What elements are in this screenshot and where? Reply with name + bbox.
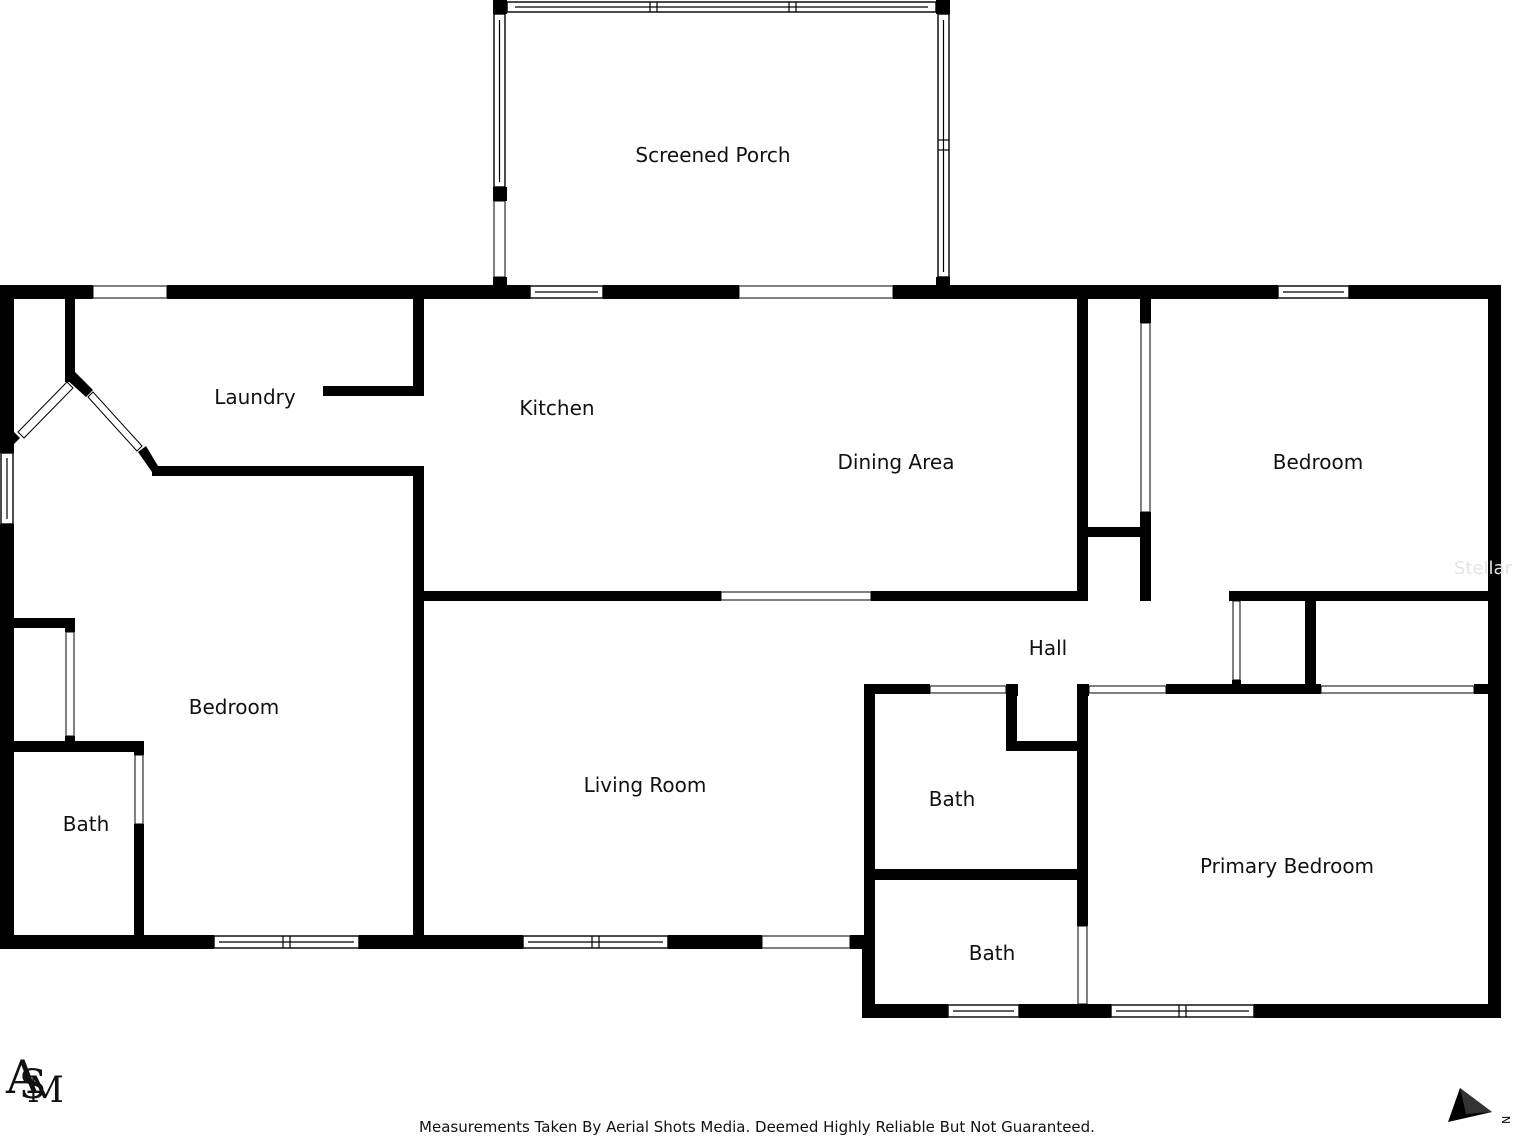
watermark-text: Stellar <box>1454 558 1512 579</box>
disclaimer-text: Measurements Taken By Aerial Shots Media… <box>419 1118 1095 1136</box>
room-label-bath-center-lower: Bath <box>969 941 1016 965</box>
room-label-bedroom-left: Bedroom <box>189 695 279 719</box>
room-label-dining-area: Dining Area <box>838 450 955 474</box>
north-label: N <box>1500 1116 1513 1124</box>
windows <box>0 1 1350 1018</box>
room-label-laundry: Laundry <box>214 385 296 409</box>
room-label-hall: Hall <box>1029 636 1067 660</box>
room-label-bath-center-upper: Bath <box>929 787 976 811</box>
north-arrow-icon: N <box>1448 1088 1513 1124</box>
room-label-living-room: Living Room <box>584 773 707 797</box>
door-openings <box>17 200 1475 1005</box>
company-logo: A S M <box>6 1050 64 1111</box>
room-label-screened-porch: Screened Porch <box>635 143 790 167</box>
room-label-bedroom-right: Bedroom <box>1273 450 1363 474</box>
room-label-primary-bedroom: Primary Bedroom <box>1200 854 1374 878</box>
porch-walls <box>493 0 950 289</box>
interior-walls <box>12 290 1501 1014</box>
room-label-bath-left: Bath <box>63 812 110 836</box>
room-label-kitchen: Kitchen <box>519 396 594 420</box>
